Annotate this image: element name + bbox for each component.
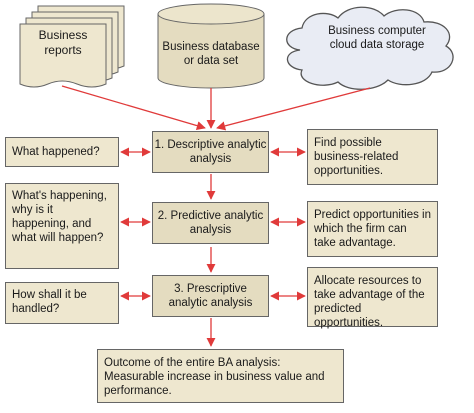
output-box-2: Predict opportunities in which the firm … [307, 201, 438, 257]
output-text-1: Find possible business-related opportuni… [314, 137, 399, 177]
question-text-3: How shall it be handled? [12, 289, 87, 315]
stage-box-descriptive: 1. Descriptive analytic analysis [152, 131, 269, 173]
side-arrows [120, 147, 306, 301]
stage-box-prescriptive: 3. Prescriptive analytic analysis [152, 275, 269, 317]
stage-title-3: 3. Prescriptive analytic analysis [168, 283, 253, 309]
question-text-1: What happened? [12, 146, 100, 158]
cloud-label: Business computer cloud data storage [328, 25, 426, 51]
database-cylinder-icon [157, 3, 265, 89]
reports-label: Business reports [38, 28, 88, 57]
reports-document-icon [19, 5, 125, 88]
input-arrows [61, 85, 371, 131]
question-box-3: How shall it be handled? [5, 282, 119, 324]
cloud-storage-icon [286, 6, 454, 90]
stage-title-2: 2. Predictive analytic analysis [157, 210, 264, 236]
stage-title-1: 1. Descriptive analytic analysis [154, 139, 267, 165]
stage-box-predictive: 2. Predictive analytic analysis [152, 202, 269, 244]
output-text-3: Allocate resources to take advantage of … [314, 275, 425, 329]
question-box-1: What happened? [5, 137, 119, 167]
database-label: Business database or data set [162, 41, 260, 67]
question-text-2: What's happening, why is it happening, a… [12, 190, 107, 244]
question-box-2: What's happening, why is it happening, a… [5, 183, 119, 269]
output-box-3: Allocate resources to take advantage of … [307, 267, 438, 329]
outcome-text: Outcome of the entire BA analysis: Measu… [104, 357, 325, 397]
outcome-box: Outcome of the entire BA analysis: Measu… [97, 349, 344, 403]
output-text-2: Predict opportunities in which the firm … [314, 209, 431, 249]
output-box-1: Find possible business-related opportuni… [307, 129, 438, 185]
